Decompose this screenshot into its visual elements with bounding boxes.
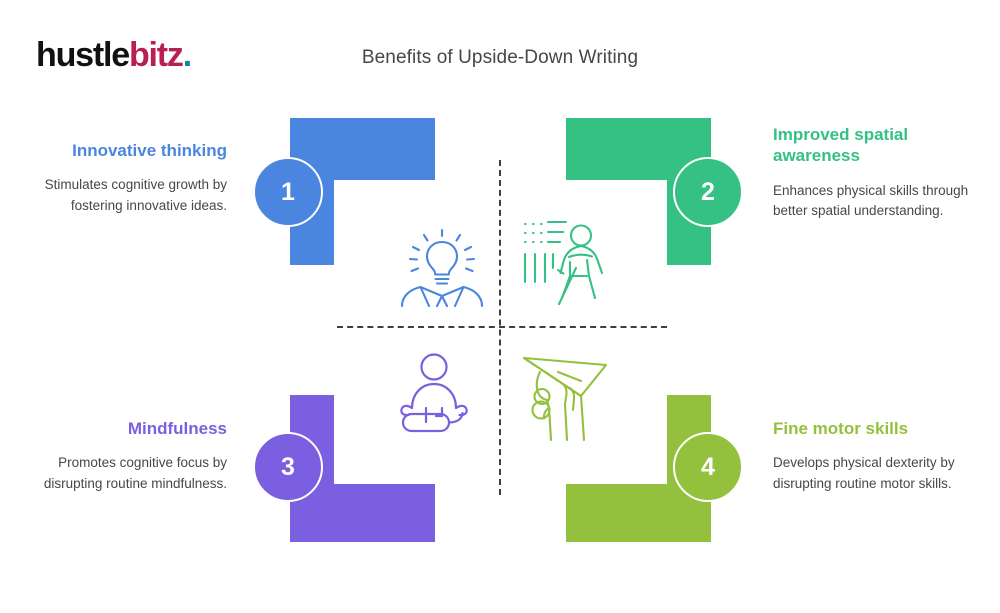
quadrant-2-panel: Improved spatial awareness Enhances phys…	[773, 124, 988, 221]
quadrant-2-number-badge[interactable]: 2	[673, 157, 743, 227]
divider-horizontal	[337, 326, 667, 328]
brand-logo-part-a: hustle	[36, 36, 130, 74]
quadrant-3-number-badge[interactable]: 3	[253, 432, 323, 502]
quadrant-3-heading: Mindfulness	[127, 419, 227, 438]
hand-paper-plane-icon	[518, 352, 614, 449]
divider-vertical	[499, 160, 501, 495]
quadrant-3-panel: Mindfulness Promotes cognitive focus by …	[12, 418, 227, 494]
meditating-person-icon	[396, 352, 476, 439]
lightbulb-person-icon	[396, 226, 488, 313]
quadrant-4-heading: Fine motor skills	[773, 419, 909, 438]
quadrant-3-body: Promotes cognitive focus by disrupting r…	[43, 455, 227, 491]
page-title: Benefits of Upside-Down Writing	[361, 47, 639, 68]
quadrant-4-panel: Fine motor skills Develops physical dext…	[773, 418, 988, 494]
quadrant-4-body: Develops physical dexterity by disruptin…	[773, 455, 955, 491]
quadrant-2-heading: Improved spatial awareness	[773, 125, 909, 166]
brand-logo[interactable]: hustlebitz.	[36, 36, 192, 74]
quadrant-3-block-foot	[290, 484, 435, 542]
quadrant-2-body: Enhances physical skills through better …	[773, 182, 969, 218]
quadrant-1-number-badge[interactable]: 1	[253, 157, 323, 227]
brand-logo-dot: .	[182, 36, 192, 74]
quadrant-1-panel: Innovative thinking Stimulates cognitive…	[12, 140, 227, 216]
quadrant-4-number-badge[interactable]: 4	[673, 432, 743, 502]
quadrant-1-heading: Innovative thinking	[72, 141, 227, 160]
brand-logo-part-b: bitz	[128, 36, 184, 74]
walking-person-cane-icon	[522, 218, 614, 311]
quadrant-1-body: Stimulates cognitive growth by fostering…	[44, 177, 227, 213]
